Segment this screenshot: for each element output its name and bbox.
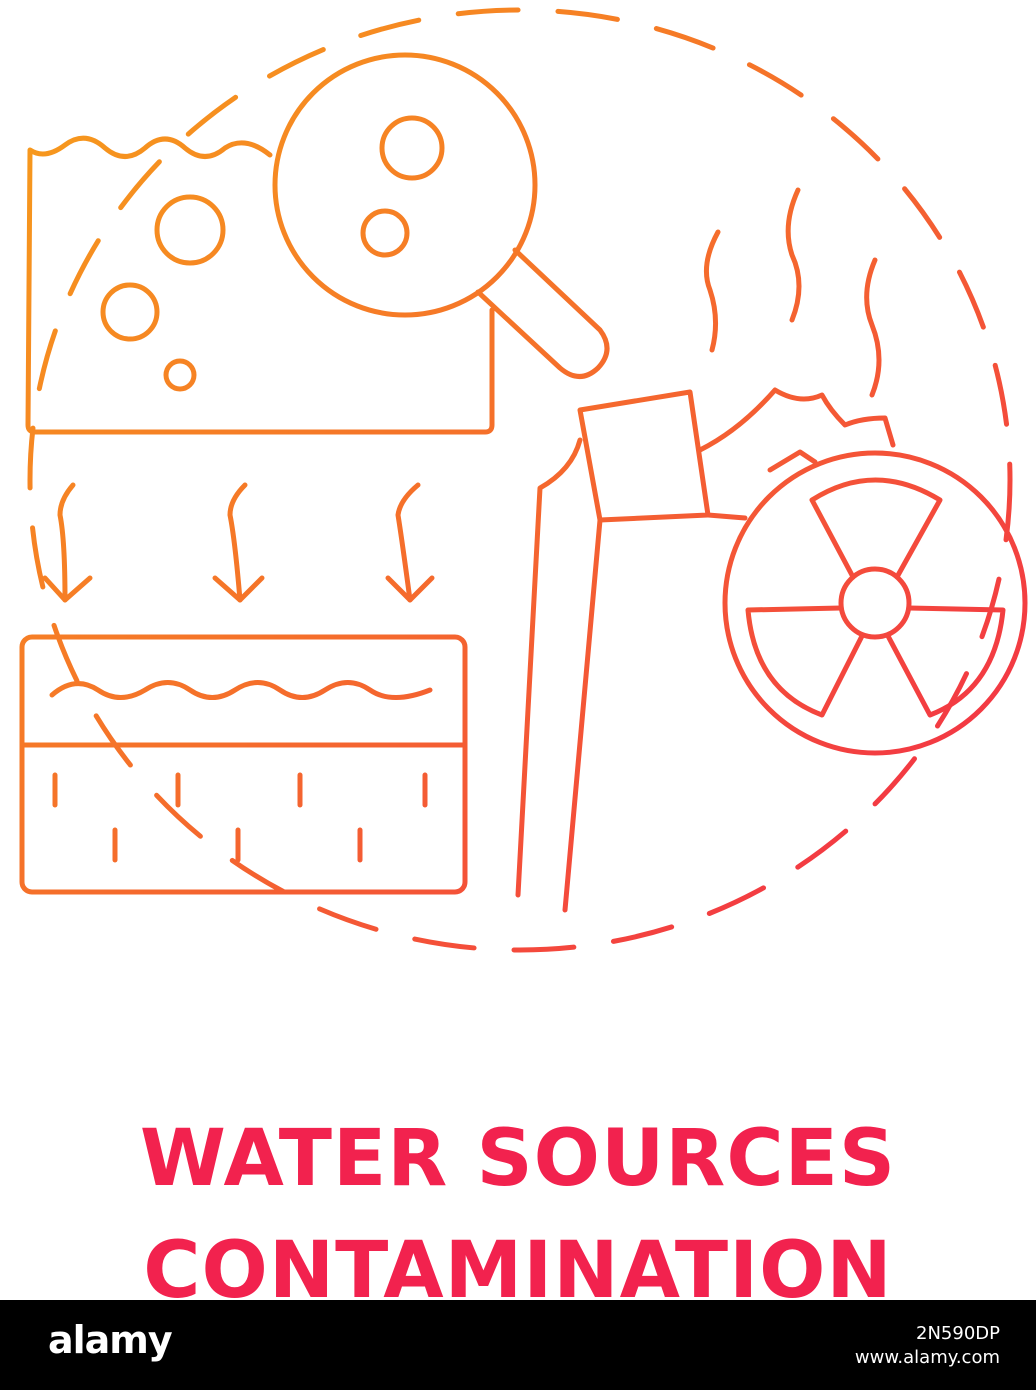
- radiation-icon: [722, 450, 1028, 756]
- watermark-footer: alamy 2N590DP www.alamy.com: [0, 1300, 1036, 1390]
- site-url: www.alamy.com: [854, 1347, 1000, 1369]
- chimney-icon: [515, 387, 896, 913]
- brand-logo: alamy: [48, 1318, 173, 1362]
- image-id: 2N590DP: [916, 1323, 1000, 1344]
- water-contamination-illustration: [19, 7, 1028, 953]
- soil-layer-icon: [19, 634, 468, 895]
- down-arrow-icon: [42, 482, 435, 603]
- caption-line-1: WATER SOURCES: [139, 1114, 897, 1204]
- smoke-icon: [703, 187, 882, 398]
- dashed-circle-frame: [27, 7, 1013, 953]
- image-id-block: 2N590DP www.alamy.com: [855, 1322, 1000, 1371]
- caption-line-2: CONTAMINATION: [143, 1226, 893, 1316]
- water-bubbles-icon: [25, 135, 495, 435]
- magnifier-icon: [272, 52, 610, 379]
